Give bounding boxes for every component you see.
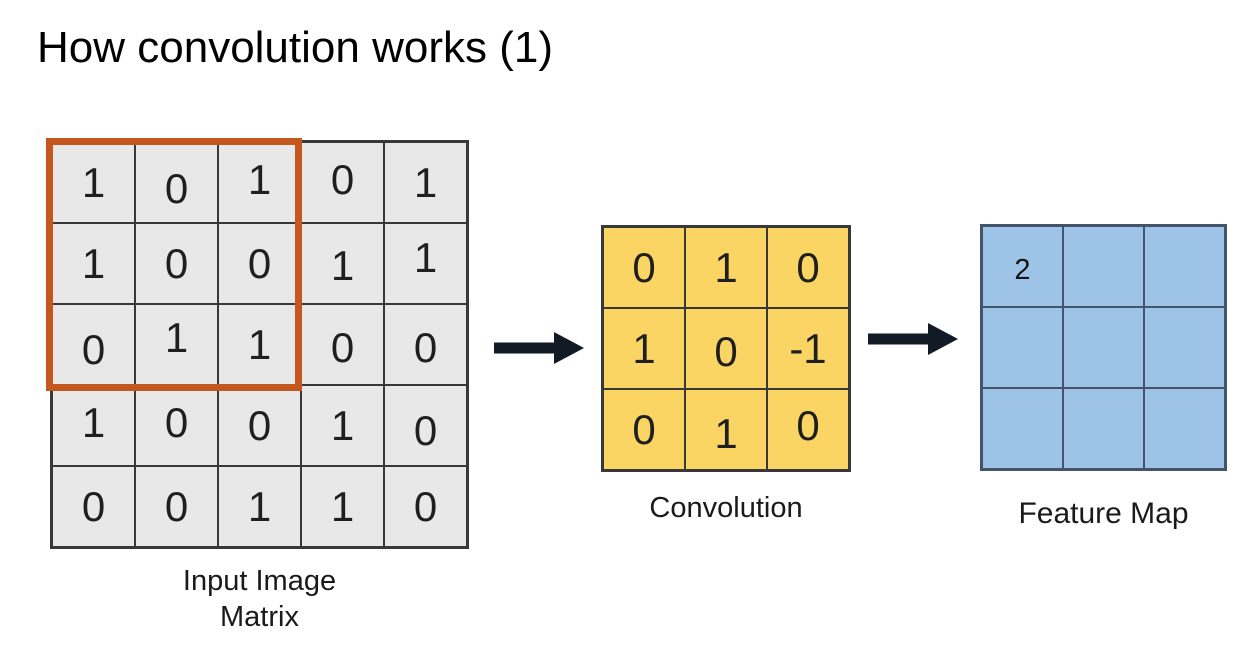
cell-value: 0 bbox=[632, 243, 656, 291]
cell-value: 0 bbox=[164, 482, 189, 530]
input-matrix-cell: 1 bbox=[52, 223, 135, 304]
input-matrix-cell: 0 bbox=[301, 304, 384, 385]
cell-value: 0 bbox=[164, 239, 189, 287]
cell-value: 1 bbox=[413, 158, 438, 206]
input-matrix-cell: 0 bbox=[384, 385, 467, 466]
cell-value: 1 bbox=[632, 324, 656, 372]
cell-value: 1 bbox=[330, 401, 355, 449]
input-matrix-cell: 1 bbox=[52, 385, 135, 466]
feature-map-label: Feature Map bbox=[1018, 497, 1189, 530]
cell-value: 0 bbox=[247, 401, 272, 449]
input-matrix-cell: 1 bbox=[218, 466, 301, 547]
input-matrix-cell: 1 bbox=[52, 142, 135, 223]
cell-value: 1 bbox=[164, 313, 189, 361]
kernel-cell: 0 bbox=[767, 389, 849, 470]
input-matrix-cell: 1 bbox=[384, 142, 467, 223]
cell-value: 0 bbox=[164, 164, 189, 212]
input-matrix-cell: 1 bbox=[301, 385, 384, 466]
cell-value: 1 bbox=[330, 241, 355, 289]
input-matrix-cell: 0 bbox=[135, 385, 218, 466]
input-matrix-cell: 1 bbox=[384, 223, 467, 304]
input-matrix-cell: 0 bbox=[135, 142, 218, 223]
input-matrix-cell: 0 bbox=[218, 385, 301, 466]
kernel-label: Convolution bbox=[649, 492, 803, 524]
arrow-input-to-convolution-icon bbox=[494, 332, 584, 364]
cell-value: 1 bbox=[81, 239, 106, 287]
input-matrix-cell: 0 bbox=[52, 466, 135, 547]
input-image-matrix: 1 0 1 0 1 1 0 0 1 1 0 1 1 0 0 1 0 0 1 0 0 0 1 1 0 bbox=[50, 140, 469, 549]
cell-value: 0 bbox=[330, 155, 355, 203]
feature-map-cell: 2 bbox=[982, 226, 1063, 307]
feature-map-cell bbox=[1144, 307, 1225, 388]
arrow-convolution-to-feature-icon bbox=[868, 323, 958, 355]
input-matrix-cell: 0 bbox=[384, 466, 467, 547]
kernel-cell: -1 bbox=[767, 308, 849, 389]
cell-value: 1 bbox=[413, 233, 438, 281]
cell-value: 1 bbox=[81, 158, 106, 206]
cell-value: 2 bbox=[1014, 254, 1031, 286]
input-matrix-cell: 1 bbox=[135, 304, 218, 385]
input-matrix-cell: 0 bbox=[384, 304, 467, 385]
feature-map-cell bbox=[1063, 307, 1144, 388]
cell-value: 1 bbox=[330, 482, 355, 530]
kernel-cell: 0 bbox=[767, 227, 849, 308]
input-matrix-label-line1: Input Image bbox=[182, 565, 337, 597]
feature-map-cell bbox=[982, 307, 1063, 388]
feature-map-cell bbox=[1144, 388, 1225, 469]
input-matrix-label-line2: Matrix bbox=[220, 601, 299, 633]
input-matrix-cell: 0 bbox=[218, 223, 301, 304]
feature-map-cell bbox=[982, 388, 1063, 469]
input-matrix-cell: 0 bbox=[52, 304, 135, 385]
cell-value: 0 bbox=[413, 406, 438, 454]
cell-value: 0 bbox=[632, 405, 656, 453]
kernel-cell: 0 bbox=[603, 227, 685, 308]
cell-value: 0 bbox=[330, 323, 355, 371]
input-matrix-cell: 0 bbox=[135, 466, 218, 547]
slide-title: How convolution works (1) bbox=[37, 23, 553, 72]
cell-value: 0 bbox=[81, 482, 106, 530]
input-matrix-cell: 1 bbox=[301, 466, 384, 547]
cell-value: 0 bbox=[413, 323, 438, 371]
cell-value: 0 bbox=[714, 327, 738, 375]
cell-value: 1 bbox=[247, 320, 272, 368]
convolution-kernel-matrix: 0 1 0 1 0 -1 0 1 0 bbox=[601, 225, 851, 472]
cell-value: 0 bbox=[164, 398, 189, 446]
cell-value: 0 bbox=[796, 401, 820, 449]
kernel-cell: 1 bbox=[603, 308, 685, 389]
cell-value: 0 bbox=[81, 325, 106, 373]
kernel-cell: 0 bbox=[603, 389, 685, 470]
cell-value: 0 bbox=[796, 243, 820, 291]
input-matrix-label: Input Image Matrix bbox=[50, 563, 469, 635]
cell-value: -1 bbox=[789, 324, 827, 372]
cell-value: 1 bbox=[714, 409, 738, 457]
kernel-cell: 1 bbox=[685, 227, 767, 308]
cell-value: 0 bbox=[247, 239, 272, 287]
cell-value: 1 bbox=[247, 482, 272, 530]
feature-map-matrix: 2 bbox=[980, 224, 1227, 471]
cell-value: 1 bbox=[247, 155, 272, 203]
cell-value: 1 bbox=[714, 243, 738, 291]
input-matrix-cell: 1 bbox=[218, 304, 301, 385]
feature-map-cell bbox=[1144, 226, 1225, 307]
input-matrix-cell: 0 bbox=[301, 142, 384, 223]
cell-value: 1 bbox=[81, 398, 106, 446]
input-matrix-cell: 1 bbox=[218, 142, 301, 223]
input-matrix-cell: 0 bbox=[135, 223, 218, 304]
kernel-cell: 1 bbox=[685, 389, 767, 470]
input-matrix-cell: 1 bbox=[301, 223, 384, 304]
cell-value: 0 bbox=[413, 482, 438, 530]
feature-map-cell bbox=[1063, 388, 1144, 469]
kernel-cell: 0 bbox=[685, 308, 767, 389]
feature-map-cell bbox=[1063, 226, 1144, 307]
